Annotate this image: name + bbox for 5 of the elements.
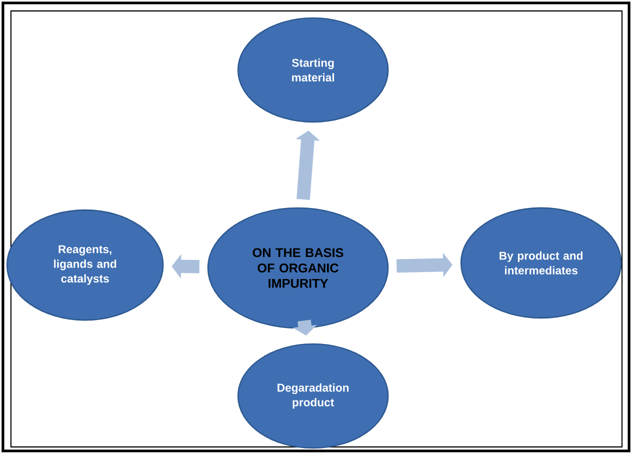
- ellipse-node: ON THE BASIS OF ORGANIC IMPURITY: [207, 207, 389, 329]
- ellipse-node: Degaradation product: [237, 343, 389, 449]
- ellipse-node: By product and intermediates: [460, 207, 622, 319]
- ellipse-node: Reagents, ligands and catalysts: [6, 209, 164, 321]
- ellipse-node: Starting material: [237, 17, 389, 123]
